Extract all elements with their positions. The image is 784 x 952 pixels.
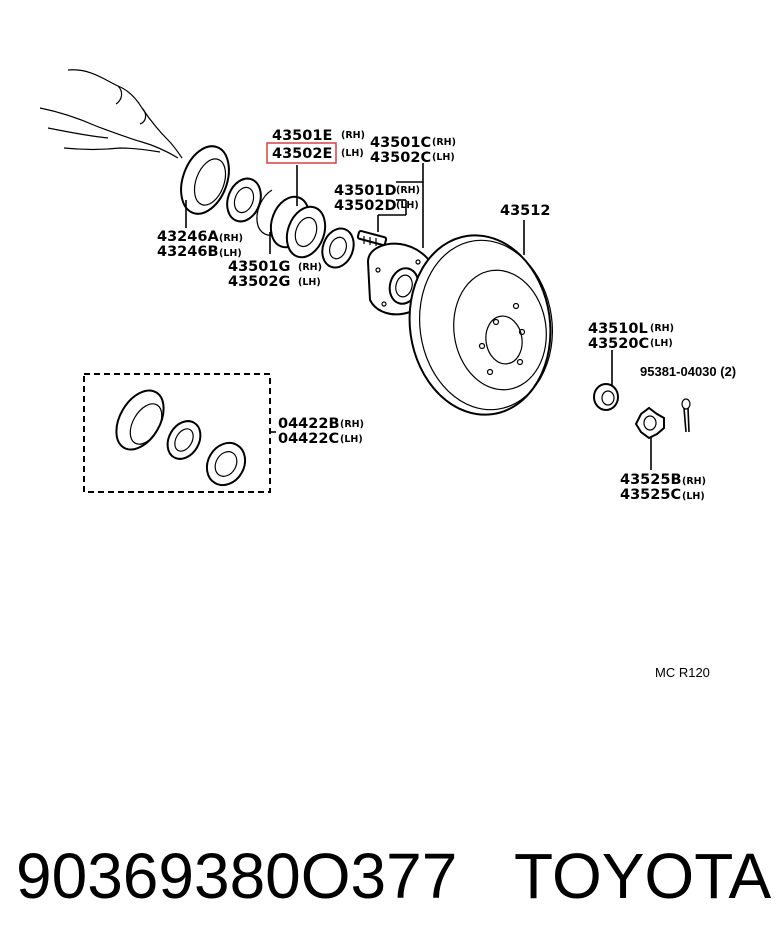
label-04422B[interactable]: 04422B bbox=[278, 416, 340, 432]
label-43501D[interactable]: 43501D bbox=[334, 183, 396, 199]
label-43246B-side: (LH) bbox=[219, 248, 242, 259]
label-43501C[interactable]: 43501C bbox=[370, 135, 431, 151]
label-04422C-side: (LH) bbox=[340, 434, 363, 445]
bearing-kit-group[interactable] bbox=[83, 373, 271, 493]
label-43501D-side: (RH) bbox=[396, 185, 420, 196]
label-43502D[interactable]: 43502D bbox=[334, 198, 396, 214]
label-43502E-side: (LH) bbox=[341, 148, 364, 159]
diagram-code: MC R120 bbox=[655, 665, 710, 680]
label-43502G-side: (LH) bbox=[298, 277, 321, 288]
label-43510L-side: (RH) bbox=[650, 323, 674, 334]
label-43512[interactable]: 43512 bbox=[500, 203, 550, 219]
label-43501G[interactable]: 43501G bbox=[228, 259, 290, 275]
brake-disc-part[interactable] bbox=[398, 226, 563, 424]
label-04422B-side: (RH) bbox=[340, 419, 364, 430]
label-43501C-side: (RH) bbox=[432, 137, 456, 148]
cotter-pin-part[interactable] bbox=[681, 398, 691, 433]
label-43520C[interactable]: 43520C bbox=[588, 336, 649, 352]
inner-race-part[interactable] bbox=[317, 224, 359, 272]
label-43502G[interactable]: 43502G bbox=[228, 274, 290, 290]
label-43502D-side: (LH) bbox=[396, 200, 419, 211]
label-43246A[interactable]: 43246A bbox=[157, 229, 219, 245]
highlight-box bbox=[266, 142, 337, 164]
label-43510L[interactable]: 43510L bbox=[588, 321, 648, 337]
label-43246B[interactable]: 43246B bbox=[157, 244, 219, 260]
label-43501E[interactable]: 43501E bbox=[272, 128, 332, 144]
footer-part-number: 90369380O377 bbox=[16, 840, 457, 912]
label-04422C[interactable]: 04422C bbox=[278, 431, 339, 447]
label-43525B-side: (RH) bbox=[682, 476, 706, 487]
label-43525C[interactable]: 43525C bbox=[620, 487, 681, 503]
lock-nut-part[interactable] bbox=[593, 383, 619, 411]
nut-lock-cap-part[interactable] bbox=[634, 406, 665, 440]
label-43525B[interactable]: 43525B bbox=[620, 472, 682, 488]
label-43501E-side: (RH) bbox=[341, 130, 365, 141]
label-43502C[interactable]: 43502C bbox=[370, 150, 431, 166]
label-43502C-side: (LH) bbox=[432, 152, 455, 163]
footer-brand: TOYOTA bbox=[514, 840, 772, 912]
label-43525C-side: (LH) bbox=[682, 491, 705, 502]
label-95381[interactable]: 95381-04030 (2) bbox=[640, 364, 736, 379]
leader-lines bbox=[185, 163, 652, 470]
grease-cap-part[interactable] bbox=[172, 140, 237, 221]
label-43246A-side: (RH) bbox=[219, 233, 243, 244]
pointing-hand-illustration bbox=[39, 69, 183, 159]
label-43520C-side: (LH) bbox=[650, 338, 673, 349]
label-43502E[interactable]: 43502E bbox=[272, 146, 332, 162]
label-43501G-side: (RH) bbox=[298, 262, 322, 273]
hub-bolt-part[interactable] bbox=[356, 229, 388, 247]
part-labels: 43501E (RH) 43502E (LH) 43501C (RH) 4350… bbox=[157, 128, 736, 503]
hub-bearing-part[interactable] bbox=[264, 191, 332, 262]
